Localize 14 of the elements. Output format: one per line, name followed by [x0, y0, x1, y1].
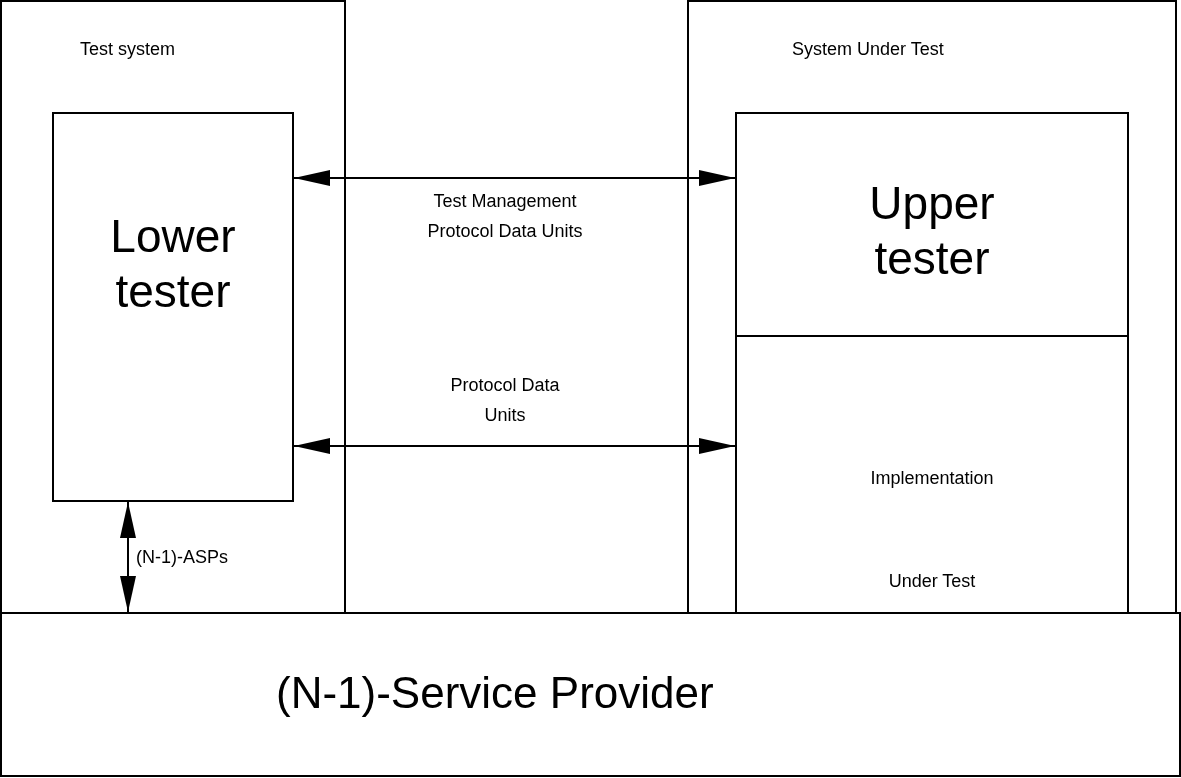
panel-heading: Test system [80, 38, 176, 60]
process-box [735, 335, 1129, 614]
layer-bar [0, 612, 1181, 777]
node-label: Implementation Under Test [869, 467, 995, 593]
system-panel [687, 0, 1177, 614]
node-label: (N-1)-Service Provider [276, 667, 714, 719]
double-arrow [293, 438, 736, 454]
process-box [735, 112, 1129, 337]
node-label: Upper tester [868, 176, 996, 286]
double-arrow [293, 170, 736, 186]
process-box [52, 112, 294, 502]
double-arrow [120, 501, 136, 613]
panel-heading: System Under Test [792, 38, 944, 60]
node-label: Lower tester [109, 209, 237, 319]
